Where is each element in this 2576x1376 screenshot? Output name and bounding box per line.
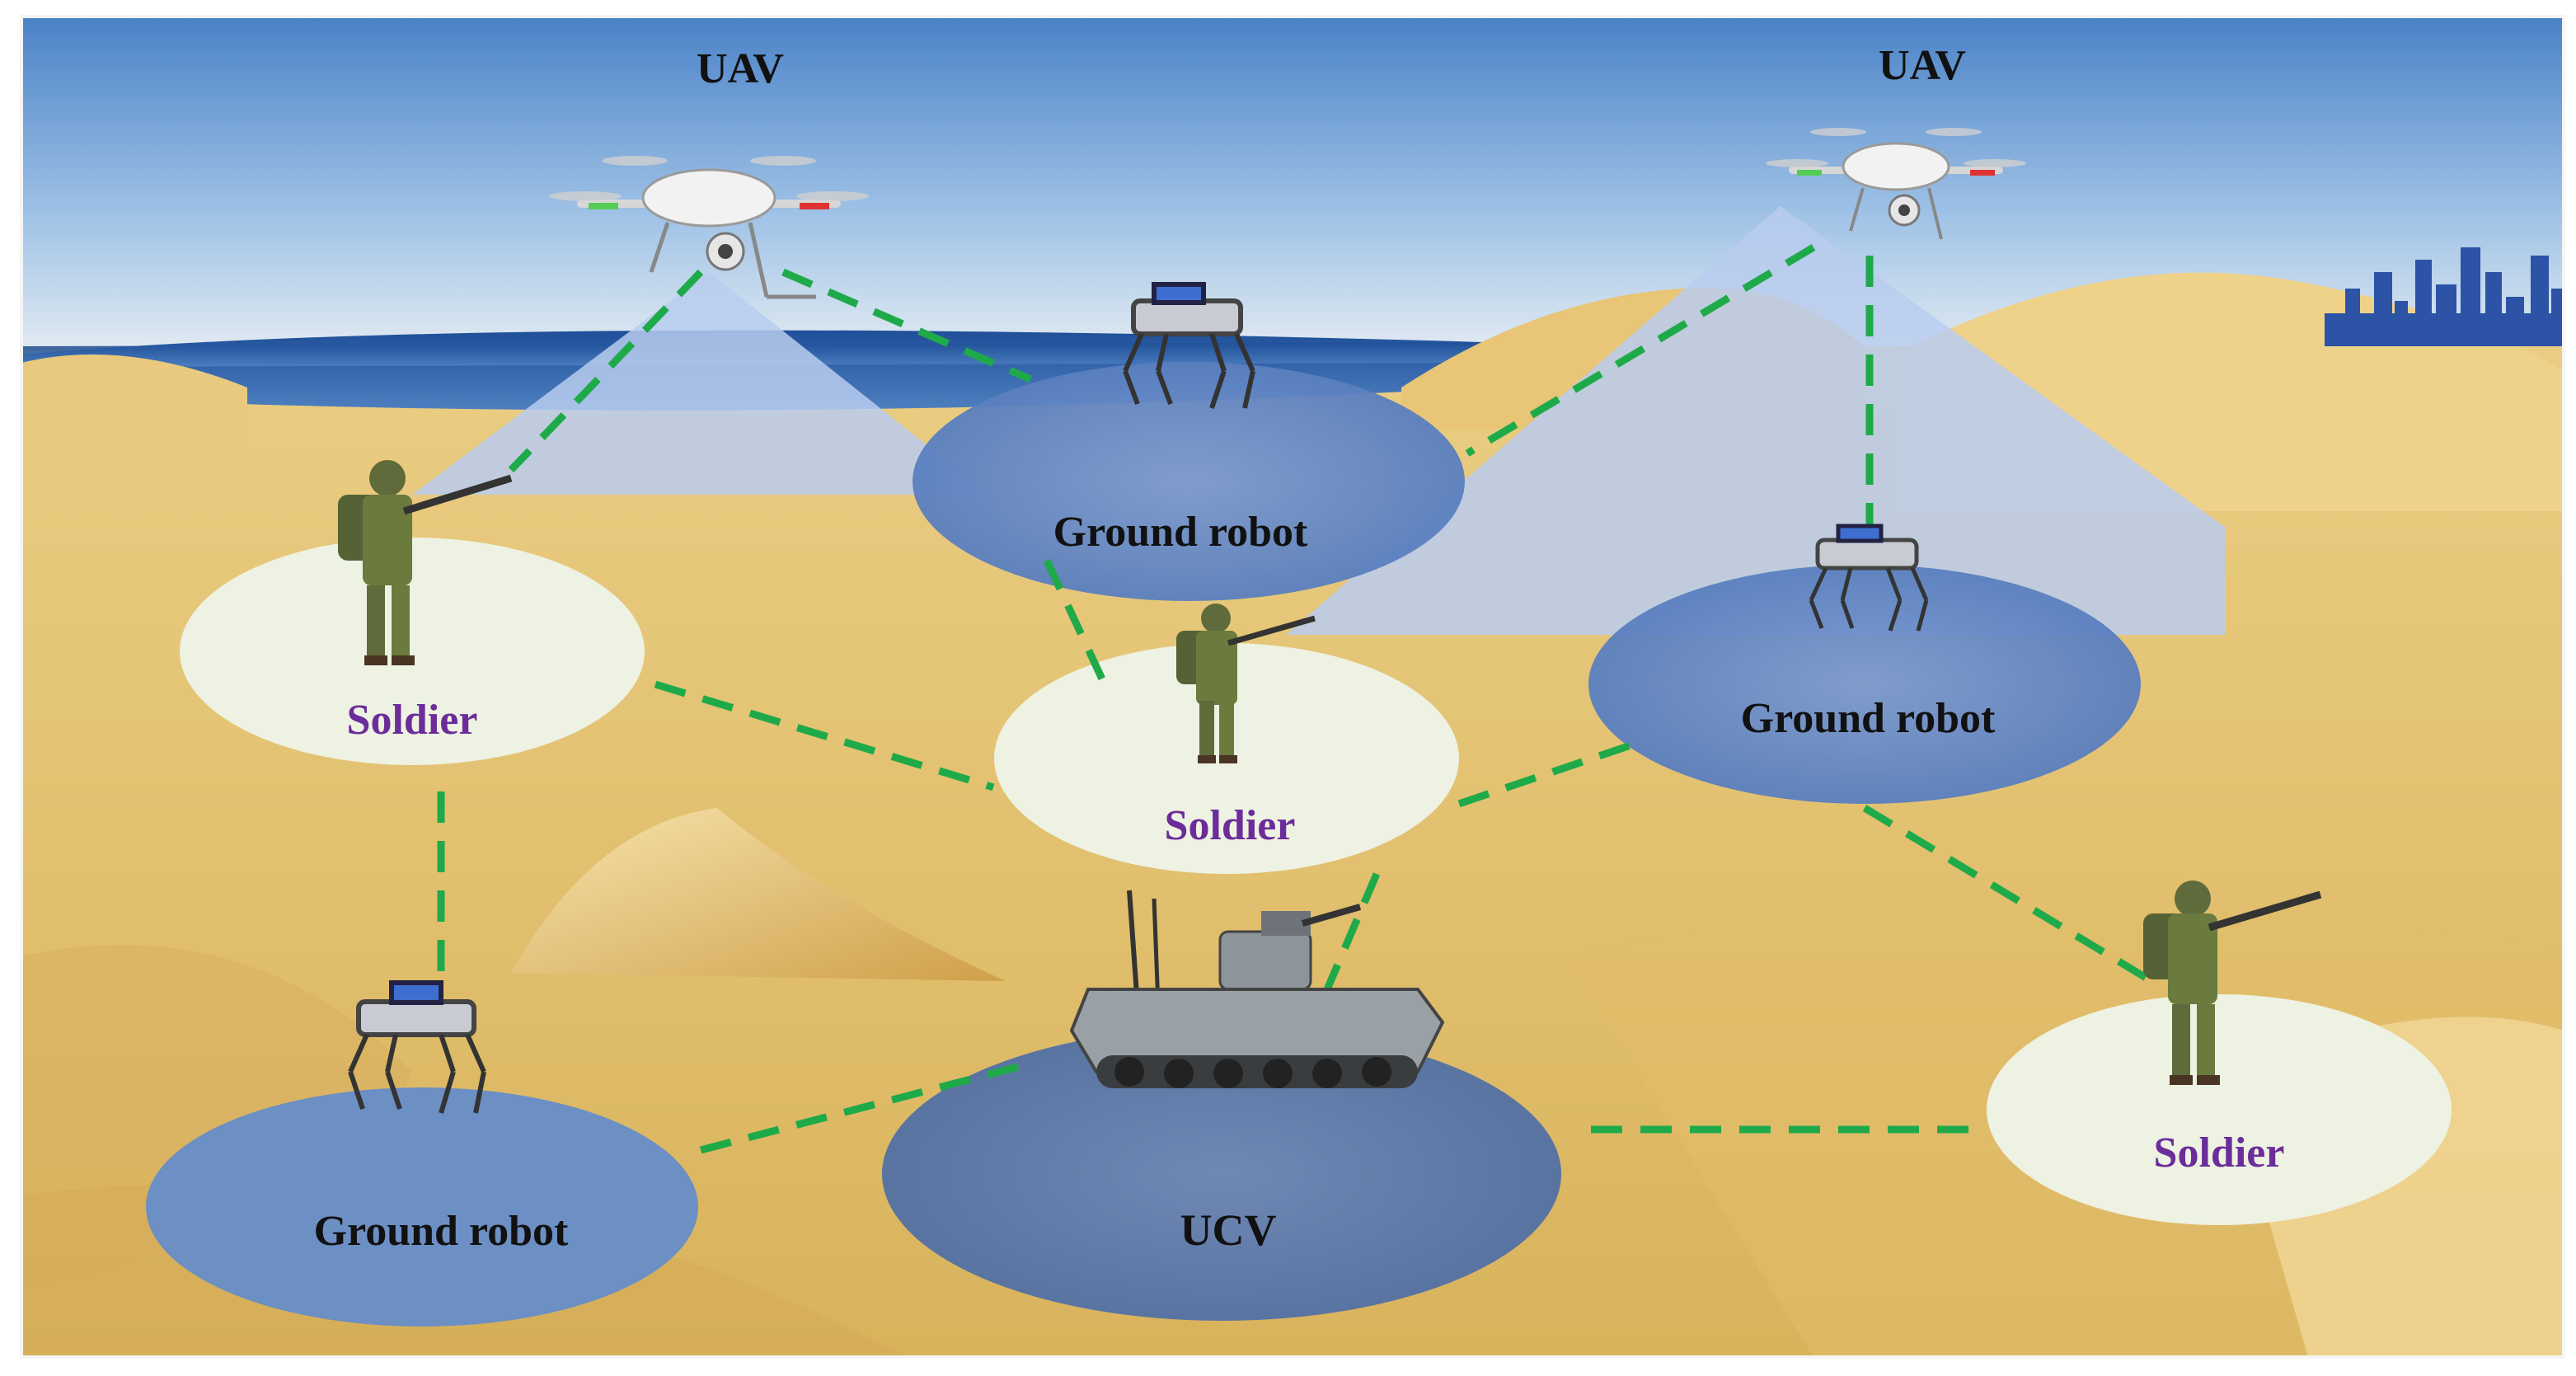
- zone-soldier-left: [180, 538, 645, 765]
- link: [1323, 872, 1381, 991]
- link: [1862, 805, 2154, 984]
- uav-coverage: [412, 206, 2226, 635]
- link: [699, 1059, 1032, 1154]
- label-ground-robot-top: Ground robot: [1053, 509, 1308, 556]
- city-skyline-icon: [2325, 247, 2564, 346]
- link: [1465, 244, 1816, 457]
- network-links: [437, 244, 2154, 1154]
- link: [654, 680, 995, 791]
- quadruped-robot-icon: [1123, 282, 1255, 409]
- drone-icon: [549, 156, 869, 299]
- combat-vehicle-icon: [1069, 890, 1445, 1088]
- label-soldier-left: Soldier: [347, 697, 478, 744]
- label-ucv: UCV: [1180, 1205, 1277, 1255]
- label-uav-left: UAV: [697, 45, 784, 92]
- zone-ground-robot-right: [1588, 565, 2141, 804]
- link: [508, 269, 704, 473]
- label-soldier-right: Soldier: [2154, 1129, 2285, 1176]
- drone-icon: [1766, 128, 2026, 240]
- zone-ucv: [882, 1027, 1561, 1321]
- zone-ground-robot-bottom: [146, 1087, 698, 1327]
- quadruped-robot-icon: [1809, 524, 1929, 632]
- quadruped-robot-icon: [348, 980, 486, 1114]
- label-uav-right: UAV: [1879, 42, 1966, 89]
- soldier-icon: [1176, 603, 1316, 763]
- labels: UAV UAV Ground robot Ground robot Ground…: [314, 42, 2285, 1255]
- label-soldier-center: Soldier: [1165, 802, 1296, 849]
- soldier-icon: [2143, 881, 2322, 1085]
- link: [781, 268, 1032, 383]
- soldier-icon: [338, 460, 513, 665]
- zone-ground-robot-top: [913, 362, 1465, 601]
- frame-border: [20, 15, 2565, 1359]
- zones: [146, 362, 2452, 1327]
- link: [1043, 559, 1109, 686]
- link: [1457, 738, 1642, 808]
- label-ground-robot-bottom: Ground robot: [314, 1208, 569, 1255]
- zone-soldier-right: [1987, 994, 2452, 1225]
- label-ground-robot-right: Ground robot: [1741, 695, 1996, 742]
